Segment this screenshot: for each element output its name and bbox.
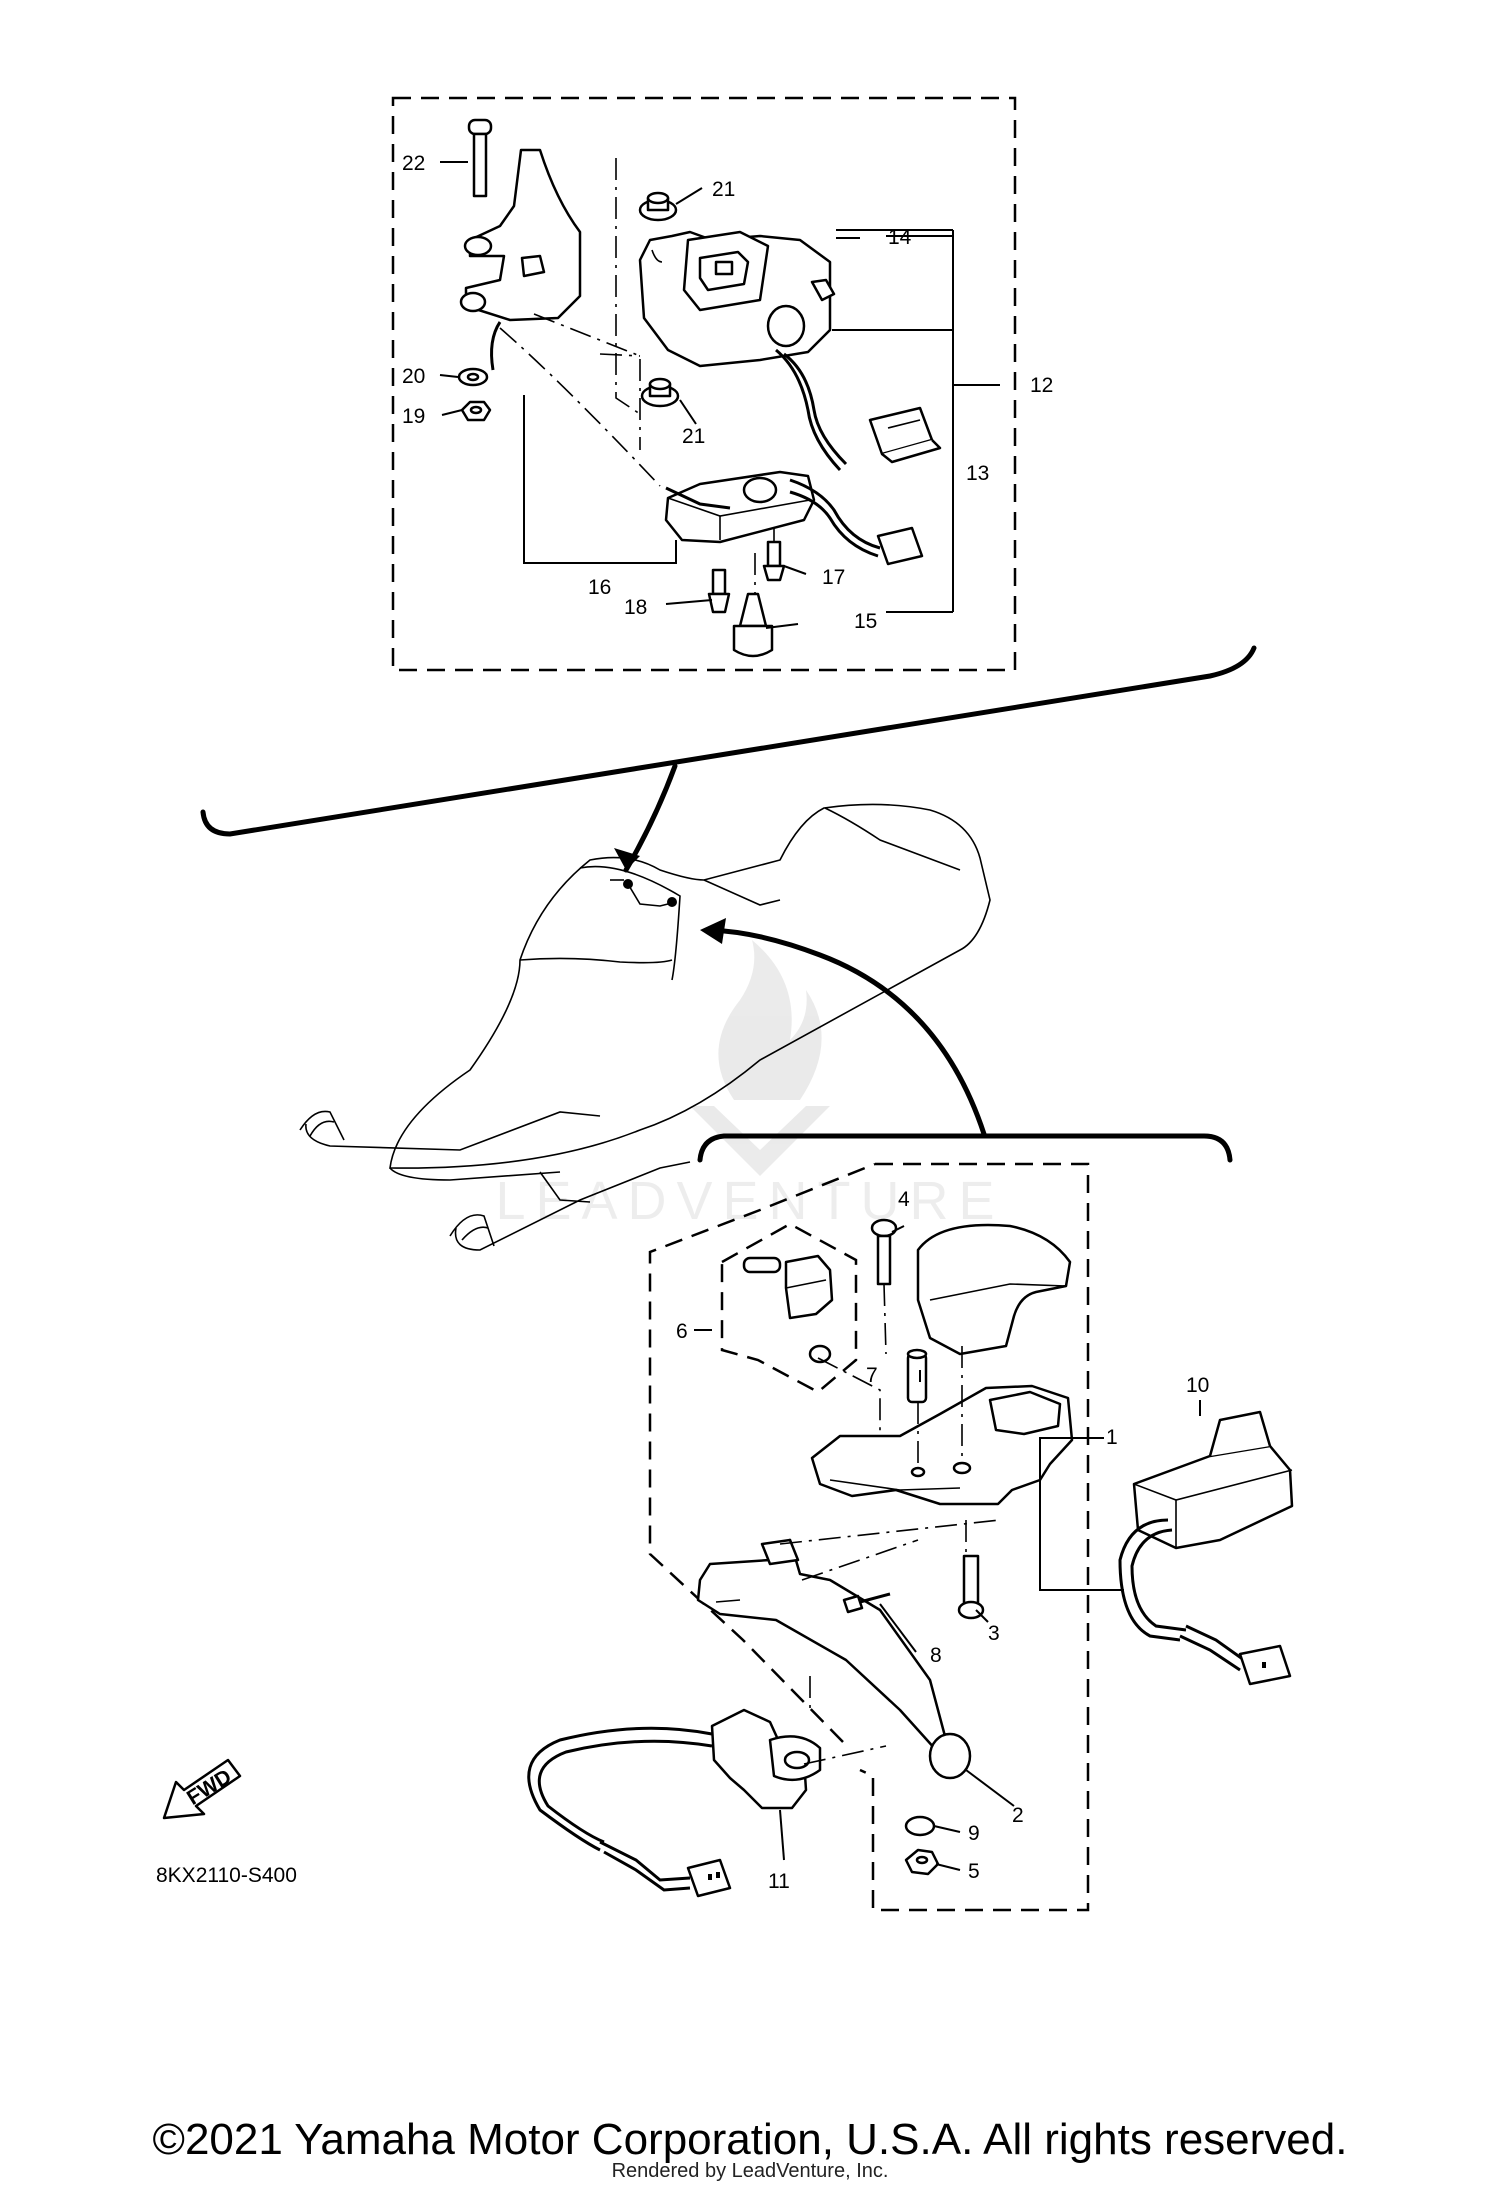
bottom-bracket-curve (697, 1133, 1233, 1163)
watermark-text: LEADVENTURE (495, 1171, 1005, 1231)
callout-6: 6 (676, 1320, 688, 1343)
callout-20: 20 (402, 365, 425, 388)
part-22-bolt (467, 118, 493, 198)
callout-7: 7 (866, 1364, 878, 1387)
callout-1: 1 (1106, 1426, 1118, 1449)
callout-16: 16 (588, 576, 611, 599)
part-21-grommet-top (638, 191, 678, 222)
part-11-brake-switch (527, 1708, 822, 1892)
bottom-assembly-dashed-frame (648, 1162, 1090, 1912)
callout-9: 9 (968, 1822, 980, 1845)
copyright-notice: ©2021 Yamaha Motor Corporation, U.S.A. A… (152, 2115, 1348, 2164)
fwd-arrow-icon: FWD (162, 1758, 242, 1820)
callout-18: 18 (624, 596, 647, 619)
part-11-connector (686, 1858, 732, 1898)
callout-3: 3 (988, 1622, 1000, 1645)
part-20-washer (457, 367, 489, 387)
part-18-screw (707, 568, 731, 614)
callout-21-bottom: 21 (682, 425, 705, 448)
part-16-switch-body-lower (664, 470, 881, 558)
callout-4: 4 (898, 1188, 910, 1211)
part-16-connector (876, 526, 924, 566)
callout-14: 14 (888, 226, 912, 249)
part-lever-cover (916, 1223, 1072, 1356)
snowmobile-overview (200, 645, 1257, 1251)
part-19-nut (460, 400, 492, 422)
rendered-by-notice: Rendered by LeadVenture, Inc. (611, 2160, 889, 2182)
part-9-washer (904, 1815, 936, 1837)
top-bracket-curve (200, 645, 1257, 837)
part-8-screw (842, 1592, 891, 1614)
part-14-connector (868, 406, 942, 464)
part-6-dashed-frame (720, 1222, 858, 1394)
part-10-connector (1238, 1644, 1292, 1686)
part-2-brake-lever (696, 1538, 972, 1780)
callout-21-top: 21 (712, 178, 735, 201)
callout-8: 8 (930, 1644, 942, 1667)
diagram-code: 8KX2110-S400 (156, 1864, 297, 1887)
watermark-logo (690, 940, 830, 1176)
callout-2: 2 (1012, 1804, 1024, 1827)
top-assembly-group (391, 96, 1017, 672)
part-6-adjuster-set (742, 1254, 834, 1364)
part-7-collar (906, 1348, 928, 1404)
callout-17: 17 (822, 566, 845, 589)
top-assembly-dashed-frame (391, 96, 1017, 672)
part-10-relay-module (1118, 1410, 1294, 1672)
part-5-nut (904, 1848, 940, 1876)
part-1-lever-holder (810, 1384, 1074, 1506)
part-3-bolt (957, 1554, 985, 1620)
callout-10: 10 (1186, 1374, 1209, 1397)
part-14-switch-housing-upper (638, 230, 848, 472)
bottom-assembly-group (527, 1162, 1294, 1912)
callout-15: 15 (854, 610, 877, 633)
callout-5: 5 (968, 1860, 980, 1883)
part-17-screw (762, 540, 786, 582)
callout-11: 11 (768, 1870, 790, 1893)
callout-13: 13 (966, 462, 989, 485)
callout-19: 19 (402, 405, 425, 428)
callout-labels: 22 21 14 12 20 19 21 13 16 17 18 15 4 6 … (402, 152, 1209, 1893)
callout-12: 12 (1030, 374, 1053, 397)
part-21-grommet-bottom (640, 377, 680, 408)
part-bracket (459, 148, 582, 371)
callout-22: 22 (402, 152, 425, 175)
arrow-to-brake-mount (707, 927, 987, 1137)
snowmobile-body (299, 803, 991, 1251)
part-15-screw (732, 592, 774, 658)
